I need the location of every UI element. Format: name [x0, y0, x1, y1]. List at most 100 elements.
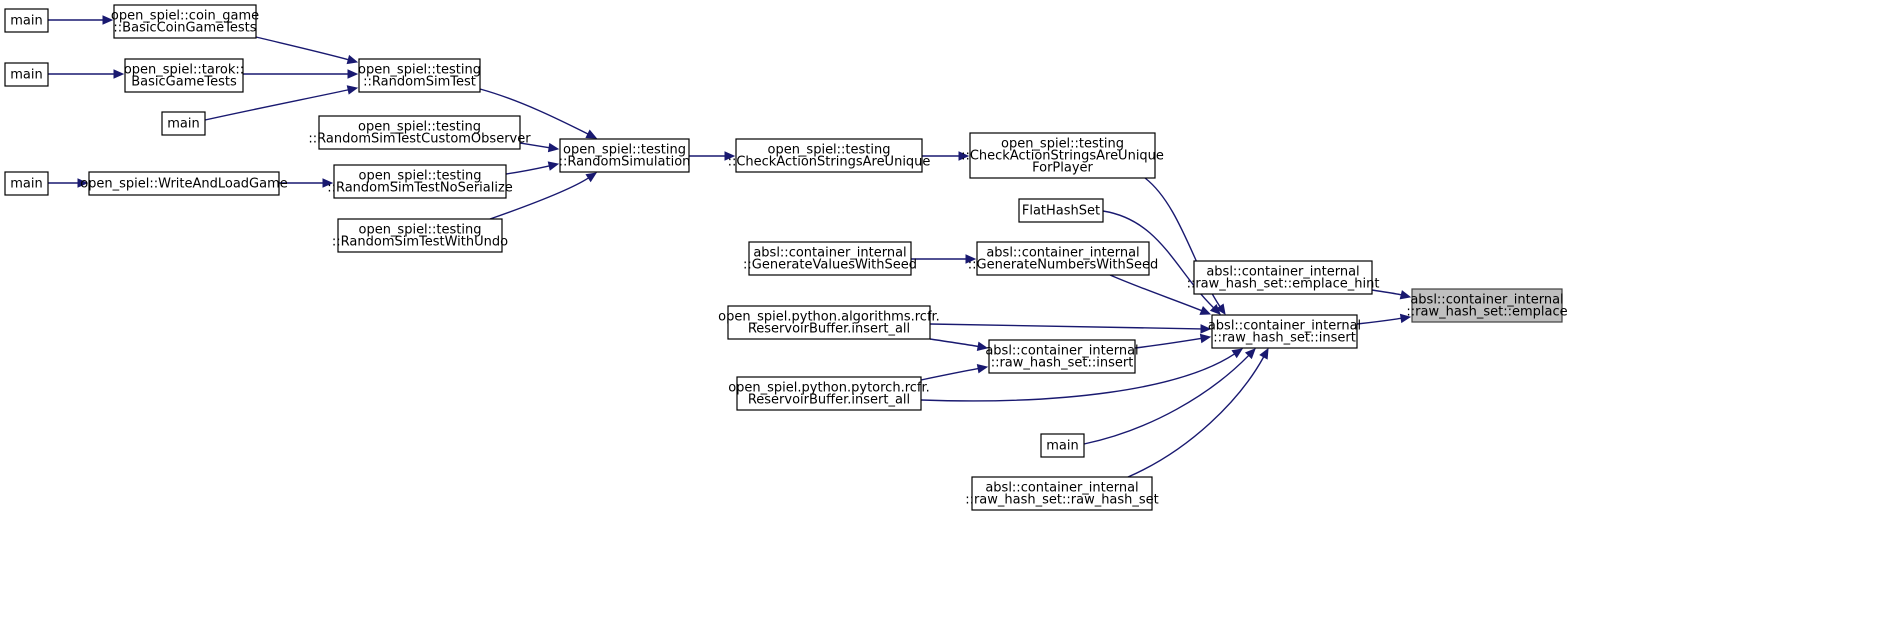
arrowhead	[958, 151, 970, 161]
node-label: open_spiel::tarok::	[124, 63, 244, 78]
graph-node-rsim[interactable]: open_spiel::testing::RandomSimulation	[559, 138, 691, 173]
graph-node-main4[interactable]: main	[4, 171, 49, 196]
graph-node-casufp[interactable]: open_spiel::testing::CheckActionStringsA…	[961, 132, 1164, 179]
node-label: main	[10, 68, 42, 83]
graph-node-rst[interactable]: open_spiel::testing::RandomSimTest	[358, 58, 481, 93]
node-label: ::RandomSimTestNoSerialize	[327, 181, 513, 196]
node-label: FlatHashSet	[1022, 204, 1100, 219]
node-box	[1211, 314, 1358, 349]
node-label: ::raw_hash_set::insert	[1213, 331, 1356, 346]
node-label: ::raw_hash_set::insert	[991, 356, 1134, 371]
node-label: open_spiel::WriteAndLoadGame	[80, 177, 288, 192]
node-box	[559, 138, 690, 173]
node-label: BasicGameTests	[131, 75, 237, 90]
node-label: main	[1046, 439, 1078, 454]
node-label: absl::container_internal	[985, 344, 1138, 359]
edge-ins1-to-emplace	[1356, 313, 1412, 325]
graph-node-walg[interactable]: open_spiel::WriteAndLoadGame	[80, 171, 288, 196]
node-box	[1411, 288, 1563, 323]
graph-node-coin[interactable]: open_spiel::coin_game::BasicCoinGameTest…	[111, 4, 259, 39]
node-box	[1193, 260, 1373, 295]
node-label: ::RandomSimTestCustomObserver	[308, 132, 531, 147]
graph-node-fhs[interactable]: FlatHashSet	[1018, 198, 1104, 223]
node-box	[735, 138, 923, 173]
graph-node-main2[interactable]: main	[4, 62, 49, 87]
edge-line	[920, 353, 1235, 402]
node-box	[124, 58, 244, 93]
edge-line	[929, 338, 979, 348]
edge-main5-to-ins1	[1083, 348, 1256, 445]
node-label: ::raw_hash_set::emplace	[1406, 305, 1567, 320]
node-label: ::CheckActionStringsAreUnique	[961, 149, 1164, 164]
graph-node-rhsctor[interactable]: absl::container_internal::raw_hash_set::…	[965, 476, 1159, 511]
arrowhead	[1399, 290, 1412, 300]
edge-rstco-to-rsim	[519, 142, 560, 153]
graph-node-main1[interactable]: main	[4, 8, 49, 33]
node-box	[4, 171, 49, 196]
graph-node-emplace[interactable]: absl::container_internal::raw_hash_set::…	[1406, 288, 1568, 323]
arrowhead	[1259, 347, 1269, 360]
node-label: open_spiel::testing	[563, 143, 686, 158]
edge-coin-to-rst	[255, 36, 359, 65]
arrowhead	[102, 15, 114, 25]
graph-node-gvws[interactable]: absl::container_internal::GenerateValues…	[743, 241, 917, 276]
node-label: ::GenerateNumbersWithSeed	[968, 258, 1159, 273]
node-label: absl::container_internal	[1410, 293, 1563, 308]
graph-node-ins1[interactable]: absl::container_internal::raw_hash_set::…	[1208, 314, 1361, 349]
node-label: main	[167, 117, 199, 132]
edge-line	[1127, 356, 1265, 478]
node-box	[88, 171, 280, 196]
arrowhead	[547, 142, 560, 153]
edge-line	[920, 367, 979, 381]
node-box	[318, 115, 521, 150]
node-label: ::BasicCoinGameTests	[113, 21, 256, 36]
graph-node-ins2[interactable]: absl::container_internal::raw_hash_set::…	[985, 339, 1139, 374]
edge-tarok-to-rst	[243, 69, 359, 79]
arrowhead	[547, 161, 560, 171]
node-box	[113, 4, 257, 39]
arrowhead	[1215, 303, 1226, 316]
arrowhead	[346, 54, 359, 65]
node-label: ReservoirBuffer.insert_all	[748, 322, 910, 337]
graph-node-pytorch[interactable]: open_spiel.python.pytorch.rcfr.Reservoir…	[728, 376, 930, 411]
node-label: open_spiel::testing	[767, 143, 890, 158]
edge-pytorch-to-ins1	[920, 348, 1244, 402]
arrowhead	[1209, 303, 1221, 315]
node-box	[976, 241, 1150, 276]
node-label: open_spiel::testing	[358, 63, 481, 78]
graph-node-rcfr[interactable]: open_spiel.python.algorithms.rcfr.Reserv…	[718, 305, 940, 340]
edge-layer	[47, 15, 1412, 478]
graph-node-ehint[interactable]: absl::container_internal::raw_hash_set::…	[1187, 260, 1380, 295]
graph-node-casu[interactable]: open_spiel::testing::CheckActionStringsA…	[728, 138, 931, 173]
node-label: open_spiel::testing	[358, 223, 481, 238]
node-box	[161, 111, 206, 136]
graph-node-rstwu[interactable]: open_spiel::testing::RandomSimTestWithUn…	[332, 218, 508, 253]
edge-casu-to-casufp	[921, 151, 970, 161]
node-box	[727, 305, 931, 340]
edge-line	[519, 142, 550, 149]
graph-node-tarok[interactable]: open_spiel::tarok::BasicGameTests	[124, 58, 244, 93]
node-label: ::raw_hash_set::emplace_hint	[1187, 277, 1380, 292]
node-label: open_spiel::testing	[358, 120, 481, 135]
node-label: main	[10, 177, 42, 192]
node-label: open_spiel.python.pytorch.rcfr.	[728, 381, 930, 396]
node-box	[1040, 433, 1085, 458]
edge-line	[1109, 274, 1202, 312]
graph-node-gnws[interactable]: absl::container_internal::GenerateNumber…	[968, 241, 1159, 276]
node-box	[748, 241, 912, 276]
edge-rcfr-to-ins1	[929, 323, 1212, 334]
edge-line	[929, 323, 1202, 330]
graph-node-rstco[interactable]: open_spiel::testing::RandomSimTestCustom…	[308, 115, 531, 150]
node-box	[969, 132, 1156, 179]
arrowhead	[1199, 306, 1212, 315]
node-label: open_spiel.python.algorithms.rcfr.	[718, 310, 940, 325]
graph-node-main5[interactable]: main	[1040, 433, 1085, 458]
arrowhead	[965, 254, 977, 264]
node-label: absl::container_internal	[1208, 319, 1361, 334]
node-label: ::RandomSimulation	[559, 155, 691, 170]
graph-node-rstns[interactable]: open_spiel::testing::RandomSimTestNoSeri…	[327, 164, 513, 199]
edge-main2-to-tarok	[48, 69, 125, 79]
graph-node-main3[interactable]: main	[161, 111, 206, 136]
arrowhead	[322, 178, 334, 188]
